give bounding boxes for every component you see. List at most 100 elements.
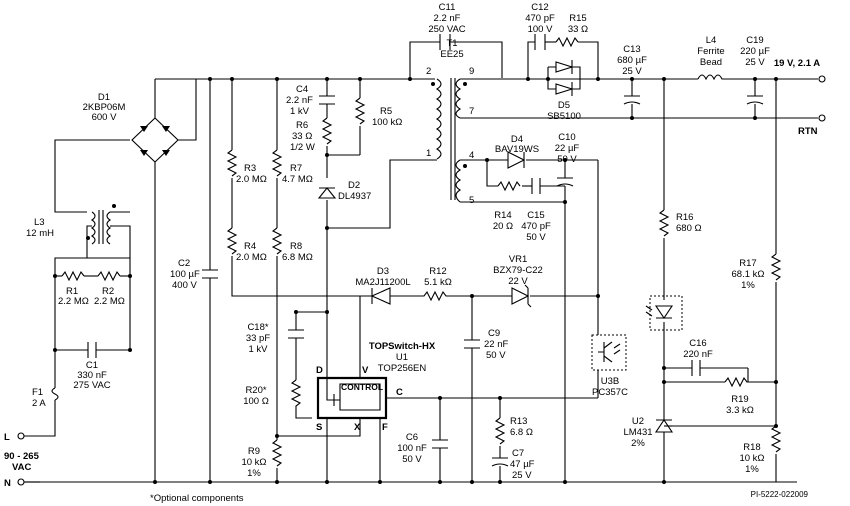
r1-ref: R1: [66, 286, 78, 297]
u2-tol: 2%: [631, 438, 645, 449]
bridge-rectifier-d1: [131, 78, 197, 163]
c10-value: 22 µF: [555, 143, 580, 154]
u3b-part: PC357C: [592, 387, 628, 398]
resistors: [61, 36, 782, 467]
c6-value: 100 nF: [397, 443, 427, 454]
r7-ref: R7: [290, 163, 302, 174]
t1-pin5: 5: [469, 195, 474, 206]
c7-value: 47 µF: [510, 459, 535, 470]
u1-pin-f: F: [382, 422, 388, 433]
drawing-id: PI-5222-022009: [751, 490, 809, 499]
r8-ref: R8: [290, 241, 302, 252]
c9-value: 22 nF: [484, 339, 508, 350]
in-range-label: 90 - 265: [4, 451, 40, 462]
r17-tol: 1%: [741, 280, 755, 291]
r12-value: 5.1 kΩ: [424, 277, 452, 288]
vr1-part: BZX79-C22: [493, 265, 543, 276]
vr1-ref: VR1: [509, 254, 527, 265]
r18-tol: 1%: [745, 464, 759, 475]
u1-topswitch: [316, 376, 388, 420]
choke-l3: [86, 204, 116, 245]
r20-value: 100 Ω: [243, 396, 269, 407]
u3b-ref: U3B: [601, 376, 619, 387]
t1-pin1: 1: [426, 148, 431, 159]
junctions: [53, 77, 778, 484]
optocoupler-u3b: [591, 334, 627, 371]
r18-ref: R18: [743, 442, 760, 453]
c19-value: 220 µF: [740, 46, 770, 57]
t1-ref: T1: [446, 38, 457, 49]
c15-ref: C15: [527, 210, 544, 221]
out-rtn-label: RTN: [798, 126, 818, 137]
c1-ref: C1: [86, 360, 98, 371]
c7-rating: 25 V: [512, 470, 532, 481]
r15-value: 33 Ω: [568, 24, 588, 35]
r9-tol: 1%: [247, 468, 261, 479]
r7-value: 4.7 MΩ: [282, 174, 313, 185]
u1-ref: U1: [396, 352, 408, 363]
transformer-t1: [431, 78, 467, 203]
diodes: [317, 60, 683, 433]
f1-ref: F1: [32, 387, 43, 398]
u1-pin-d: D: [316, 365, 323, 376]
r3-ref: R3: [244, 163, 256, 174]
t1-pin4: 4: [469, 150, 474, 161]
r12-ref: R12: [429, 266, 446, 277]
c11-ref: C11: [439, 2, 456, 13]
t1-pin2: 2: [426, 66, 431, 77]
l4-part2: Bead: [700, 57, 722, 68]
c4-rating: 1 kV: [290, 106, 310, 117]
u1-part: TOP256EN: [378, 363, 427, 374]
r4-ref: R4: [244, 241, 256, 252]
c18-rating: 1 kV: [248, 344, 268, 355]
u1-pin-x: X: [354, 422, 361, 433]
r14-value: 20 Ω: [493, 221, 513, 232]
c12-ref: C12: [531, 2, 548, 13]
c11-value: 2.2 nF: [434, 13, 461, 24]
r17-ref: R17: [739, 258, 756, 269]
r3-value: 2.0 MΩ: [236, 174, 267, 185]
r6-ref: R6: [296, 120, 308, 131]
r14-ref: R14: [494, 210, 511, 221]
r2-ref: R2: [102, 286, 114, 297]
d3-ref: D3: [377, 266, 389, 277]
c13-rating: 25 V: [622, 66, 642, 77]
out-voltage-label: 19 V, 2.1 A: [774, 58, 820, 69]
c2-value: 100 µF: [170, 269, 200, 280]
c18-ref: C18*: [247, 322, 268, 333]
d5-part: SB5100: [547, 111, 581, 122]
r19-value: 3.3 kΩ: [726, 405, 754, 416]
u2-ref: U2: [632, 416, 644, 427]
in-unit-label: VAC: [12, 462, 31, 473]
terminals: [17, 75, 826, 486]
u1-pin-v: V: [362, 365, 369, 376]
r1-value: 2.2 MΩ: [58, 296, 89, 307]
c1-value: 330 nF: [77, 370, 107, 381]
d2-part: DL4937: [338, 191, 371, 202]
c12-rating: 100 V: [528, 24, 553, 35]
d1-part: 2KBP06M: [83, 102, 126, 113]
in-l-label: L: [4, 432, 10, 443]
labels: 19 V, 2.1 A RTN L N 90 - 265 VAC D1 2KBP…: [4, 2, 820, 504]
c16-ref: C16: [689, 338, 706, 349]
u1-family: TOPSwitch-HX: [369, 341, 436, 352]
f1-value: 2 A: [32, 398, 46, 409]
c12-value: 470 pF: [525, 13, 555, 24]
l3-value: 12 mH: [26, 228, 54, 239]
u1-pin-c: C: [396, 387, 403, 398]
c19-rating: 25 V: [745, 57, 765, 68]
r20-ref: R20*: [245, 385, 266, 396]
r16-ref: R16: [676, 212, 693, 223]
r19-ref: R19: [731, 394, 748, 405]
c7-ref: C7: [512, 448, 524, 459]
r8-value: 6.8 MΩ: [282, 252, 313, 263]
r9-ref: R9: [248, 446, 260, 457]
t1-pin9: 9: [469, 66, 474, 77]
d2-ref: D2: [348, 180, 360, 191]
c15-rating: 50 V: [526, 232, 546, 243]
c10-rating: 50 V: [557, 154, 577, 165]
u1-block: CONTROL: [341, 382, 383, 392]
ferrite-l4: [697, 74, 724, 81]
